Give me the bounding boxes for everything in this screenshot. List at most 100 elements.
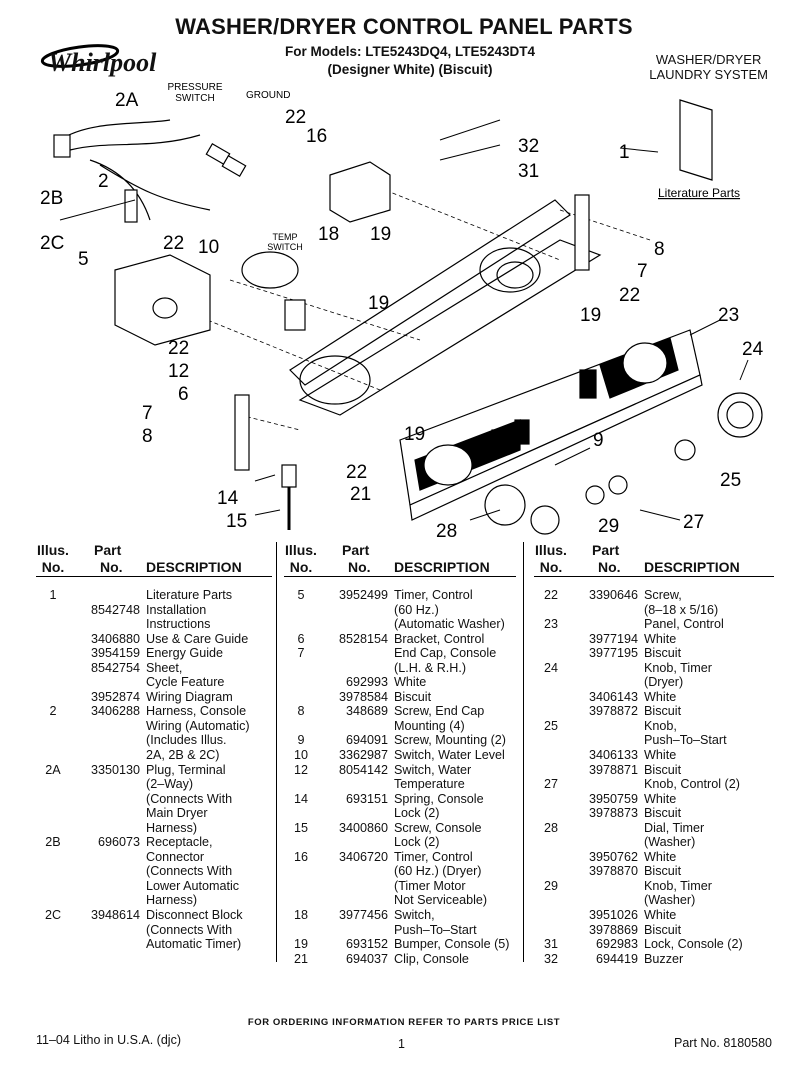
description-cell: Lock, Console (2) [644,937,743,952]
callout-9: 9 [593,430,604,451]
table-row: 2A, 2B & 2C) [36,748,272,763]
callout-15: 15 [226,511,247,532]
water-temp-switch [284,299,306,331]
temp-switch-label-1: TEMP [272,232,297,242]
description-cell: Knob, Timer [644,660,712,675]
header-illus-1: Illus. [37,542,69,558]
logo-swoosh-icon [40,44,120,68]
description-cell: Lock (2) [394,835,440,850]
table-row: (2–Way) [36,777,272,792]
illus-number: 15 [293,820,308,835]
description-cell: Biscuit [394,689,432,704]
description-cell: Sheet, [146,660,183,675]
callout-22-a: 22 [163,233,184,254]
illus-number: 32 [543,951,558,966]
table-header: Illus. No. Part No. DESCRIPTION [284,542,520,576]
table-row: (Connects With [36,923,272,938]
callout-32: 32 [518,136,539,157]
description-cell: Buzzer [644,951,684,966]
part-number-cell: 3400860 [338,820,388,835]
part-number-cell: 3406880 [90,631,140,646]
part-number-cell: 3954159 [90,646,140,661]
part-number-cell: 3390646 [588,588,638,602]
table-row: (Connects With [36,864,272,879]
ordering-note: FOR ORDERING INFORMATION REFER TO PARTS … [247,1017,561,1028]
header-part-2: No. [598,559,621,575]
illus-number: 7 [297,646,305,661]
logo-text: Whirlpool [48,48,157,77]
system-line-2: LAUNDRY SYSTEM [649,67,768,82]
header-rule [36,576,272,577]
table-row: 28 Dial, Timer [534,821,774,836]
callout-7-b: 7 [142,403,153,424]
description-cell: Biscuit [644,762,682,777]
description-cell: White [644,631,677,646]
description-cell: Harness, Console [146,704,247,719]
illus-number: 14 [293,791,308,806]
callout-29: 29 [598,516,619,537]
table-row: 3950762 White [534,850,774,865]
table-row: Harness) [36,821,272,836]
description-cell: White [644,908,677,923]
system-line-1: WASHER/DRYER [655,52,762,67]
callout-19-a: 19 [370,224,391,245]
description-cell: Knob, Timer [644,878,712,893]
illus-number: 28 [543,820,558,835]
table-row: Wiring (Automatic) [36,719,272,734]
part-number: Part No. 8180580 [674,1036,772,1050]
part-number-cell: 348689 [345,704,388,719]
callout-2: 2 [98,171,109,192]
callout-7-a: 7 [637,261,648,282]
description-cell: Screw, Mounting (2) [394,733,506,748]
part-number-cell: 3978871 [588,762,638,777]
description-cell: Timer, Control [394,588,473,602]
part-number-cell: 3950762 [588,849,638,864]
illus-number: 6 [297,631,305,646]
description-cell: Harness) [146,893,198,908]
description-cell: Dial, Timer [644,820,705,835]
description-cell: Instructions [146,617,211,632]
description-cell: Biscuit [644,704,682,719]
part-number-cell: 3952499 [338,588,388,602]
description-cell: Installation [146,602,207,617]
part-number-cell: 3948614 [90,908,140,923]
table-row: Push–To–Start [284,923,520,938]
description-cell: White [644,849,677,864]
part-number-cell: 3977456 [338,908,388,923]
column-divider [276,542,277,962]
description-cell: Biscuit [644,922,682,937]
end-cap-left [234,394,250,471]
header-part-1: Part [342,542,370,558]
pressure-switch-label-2: SWITCH [175,93,214,104]
description-cell: Receptacle, [146,835,213,850]
table-row: (Timer Motor [284,879,520,894]
illus-number: 25 [543,718,558,733]
callout-2c: 2C [40,233,64,254]
description-cell: (60 Hz.) [394,602,439,617]
callout-6: 6 [178,384,189,405]
ground-label: GROUND [246,90,290,101]
description-cell: Literature Parts [146,588,233,602]
callout-8-a: 8 [654,239,665,260]
part-number-cell: 3406133 [588,748,638,763]
description-cell: White [644,748,677,763]
table-row: (Washer) [534,893,774,908]
header-rule [284,576,516,577]
description-cell: Lower Automatic [146,878,240,893]
description-cell: Temperature [394,777,465,792]
